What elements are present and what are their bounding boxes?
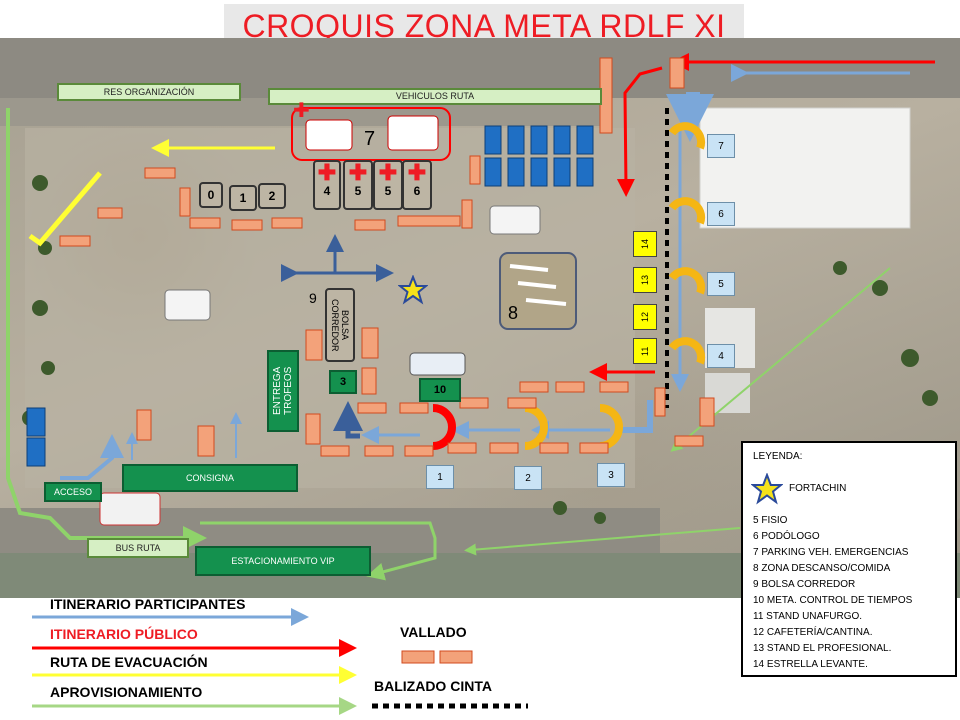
medical-cross-icon: ✚: [293, 100, 310, 122]
legend-star-label: FORTACHIN: [789, 483, 847, 494]
route-participants-entry: [666, 92, 714, 142]
van-1: [489, 205, 541, 235]
legend-item: 6 PODÓLOGO: [753, 531, 820, 542]
star-icon: [751, 473, 783, 505]
star-icon: [398, 275, 428, 305]
route-participants-access: [60, 434, 124, 480]
trees: [22, 175, 938, 524]
legend-participants-label: ITINERARIO PARTICIPANTES: [50, 596, 246, 612]
arch-number-4: 4: [707, 344, 735, 368]
label-res-organizacion: RES ORGANIZACIÓN: [57, 83, 241, 101]
legend-item: 12 CAFETERÍA/CANTINA.: [753, 627, 873, 638]
tape-icon: [372, 703, 528, 709]
arch-number-7: 7: [707, 134, 735, 158]
box-10-finish: 10: [419, 378, 461, 402]
legend-item: 9 BOLSA CORREDOR: [753, 579, 856, 590]
medical-cross-icon: ✚: [348, 160, 368, 185]
legend-item: 7 PARKING VEH. EMERGENCIAS: [753, 547, 909, 558]
building-large: [699, 107, 911, 229]
route-legend-lines: [32, 608, 357, 715]
box-3: 3: [329, 370, 357, 394]
legend-item: 8 ZONA DESCANSO/COMIDA: [753, 563, 891, 574]
legend-supply-label: APROVISIONAMIENTO: [50, 684, 203, 700]
stand-14: 14: [633, 231, 657, 257]
medical-box-5b: ✚ 5: [373, 160, 403, 210]
route-supply-bottom: [200, 521, 437, 581]
legend-vallado-label: VALLADO: [400, 624, 467, 640]
label-acceso: ACCESO: [44, 482, 102, 502]
legend-balizado-label: BALIZADO CINTA: [374, 678, 492, 694]
label-bolsa-corredor: BOLSA CORREDOR: [325, 288, 355, 362]
ambulance-1: [305, 119, 353, 151]
van-3: [409, 352, 466, 376]
legend-heading: LEYENDA:: [753, 451, 803, 462]
aerial-map: RES ORGANIZACIÓN VEHICULOS RUTA CONSIGNA…: [0, 38, 960, 598]
medical-box-4: ✚ 4: [313, 160, 341, 210]
medical-cross-icon: ✚: [317, 160, 337, 185]
legend-public-label: ITINERARIO PÚBLICO: [50, 626, 198, 642]
route-public-left: [616, 66, 663, 197]
label-vehiculos-ruta: VEHICULOS RUTA: [268, 88, 602, 105]
route-participants-return: [333, 401, 363, 439]
medical-cross-icon: ✚: [407, 160, 427, 185]
legend-item: 11 STAND UNAFURGO.: [753, 611, 863, 622]
zone-8-number: 8: [508, 303, 519, 323]
ambulance-2: [387, 115, 439, 151]
route-participants-turn: [620, 400, 653, 433]
label-entrega-trofeos: ENTREGA TROFEOS: [267, 350, 299, 432]
label-estacionamiento-vip: ESTACIONAMIENTO VIP: [195, 546, 371, 576]
bus-icon: [99, 492, 161, 526]
legend-item: 13 STAND EL PROFESIONAL.: [753, 643, 892, 654]
box-0: 0: [199, 182, 223, 208]
box-2: 2: [258, 183, 286, 209]
fence-icon: [401, 650, 473, 664]
zone-7-number: 7: [364, 128, 376, 150]
medical-box-6: ✚ 6: [402, 160, 432, 210]
arch-number-2: 2: [514, 466, 542, 490]
legend-panel: LEYENDA: FORTACHIN 5 FISIO 6 PODÓLOGO 7 …: [741, 441, 957, 677]
zone-9-number: 9: [309, 290, 317, 306]
tables-icon: [509, 264, 567, 306]
van-2: [164, 289, 211, 321]
fences: [59, 57, 715, 457]
legend-evacuation-label: RUTA DE EVACUACIÓN: [50, 654, 208, 670]
rest-area-zone-8: [499, 252, 577, 330]
label-consigna: CONSIGNA: [122, 464, 298, 492]
arch-number-6: 6: [707, 202, 735, 226]
label-bus-ruta: BUS RUTA: [87, 538, 189, 558]
portable-toilets: [26, 125, 594, 467]
stand-13: 13: [633, 267, 657, 293]
box-1: 1: [229, 185, 257, 211]
medical-cross-icon: ✚: [378, 160, 398, 185]
route-evacuation-check: [28, 171, 102, 247]
arch-number-5: 5: [707, 272, 735, 296]
legend-item: 14 ESTRELLA LEVANTE.: [753, 659, 868, 670]
stand-12: 12: [633, 304, 657, 330]
finish-arch: [432, 404, 456, 450]
route-supply-bottom-right: [464, 527, 741, 556]
legend-item: 10 META. CONTROL DE TIEMPOS: [753, 595, 913, 606]
stand-11: 11: [633, 338, 657, 364]
legend-item: 5 FISIO: [753, 515, 788, 526]
medical-box-5a: ✚ 5: [343, 160, 373, 210]
arch-number-1: 1: [426, 465, 454, 489]
arch-number-3: 3: [597, 463, 625, 487]
